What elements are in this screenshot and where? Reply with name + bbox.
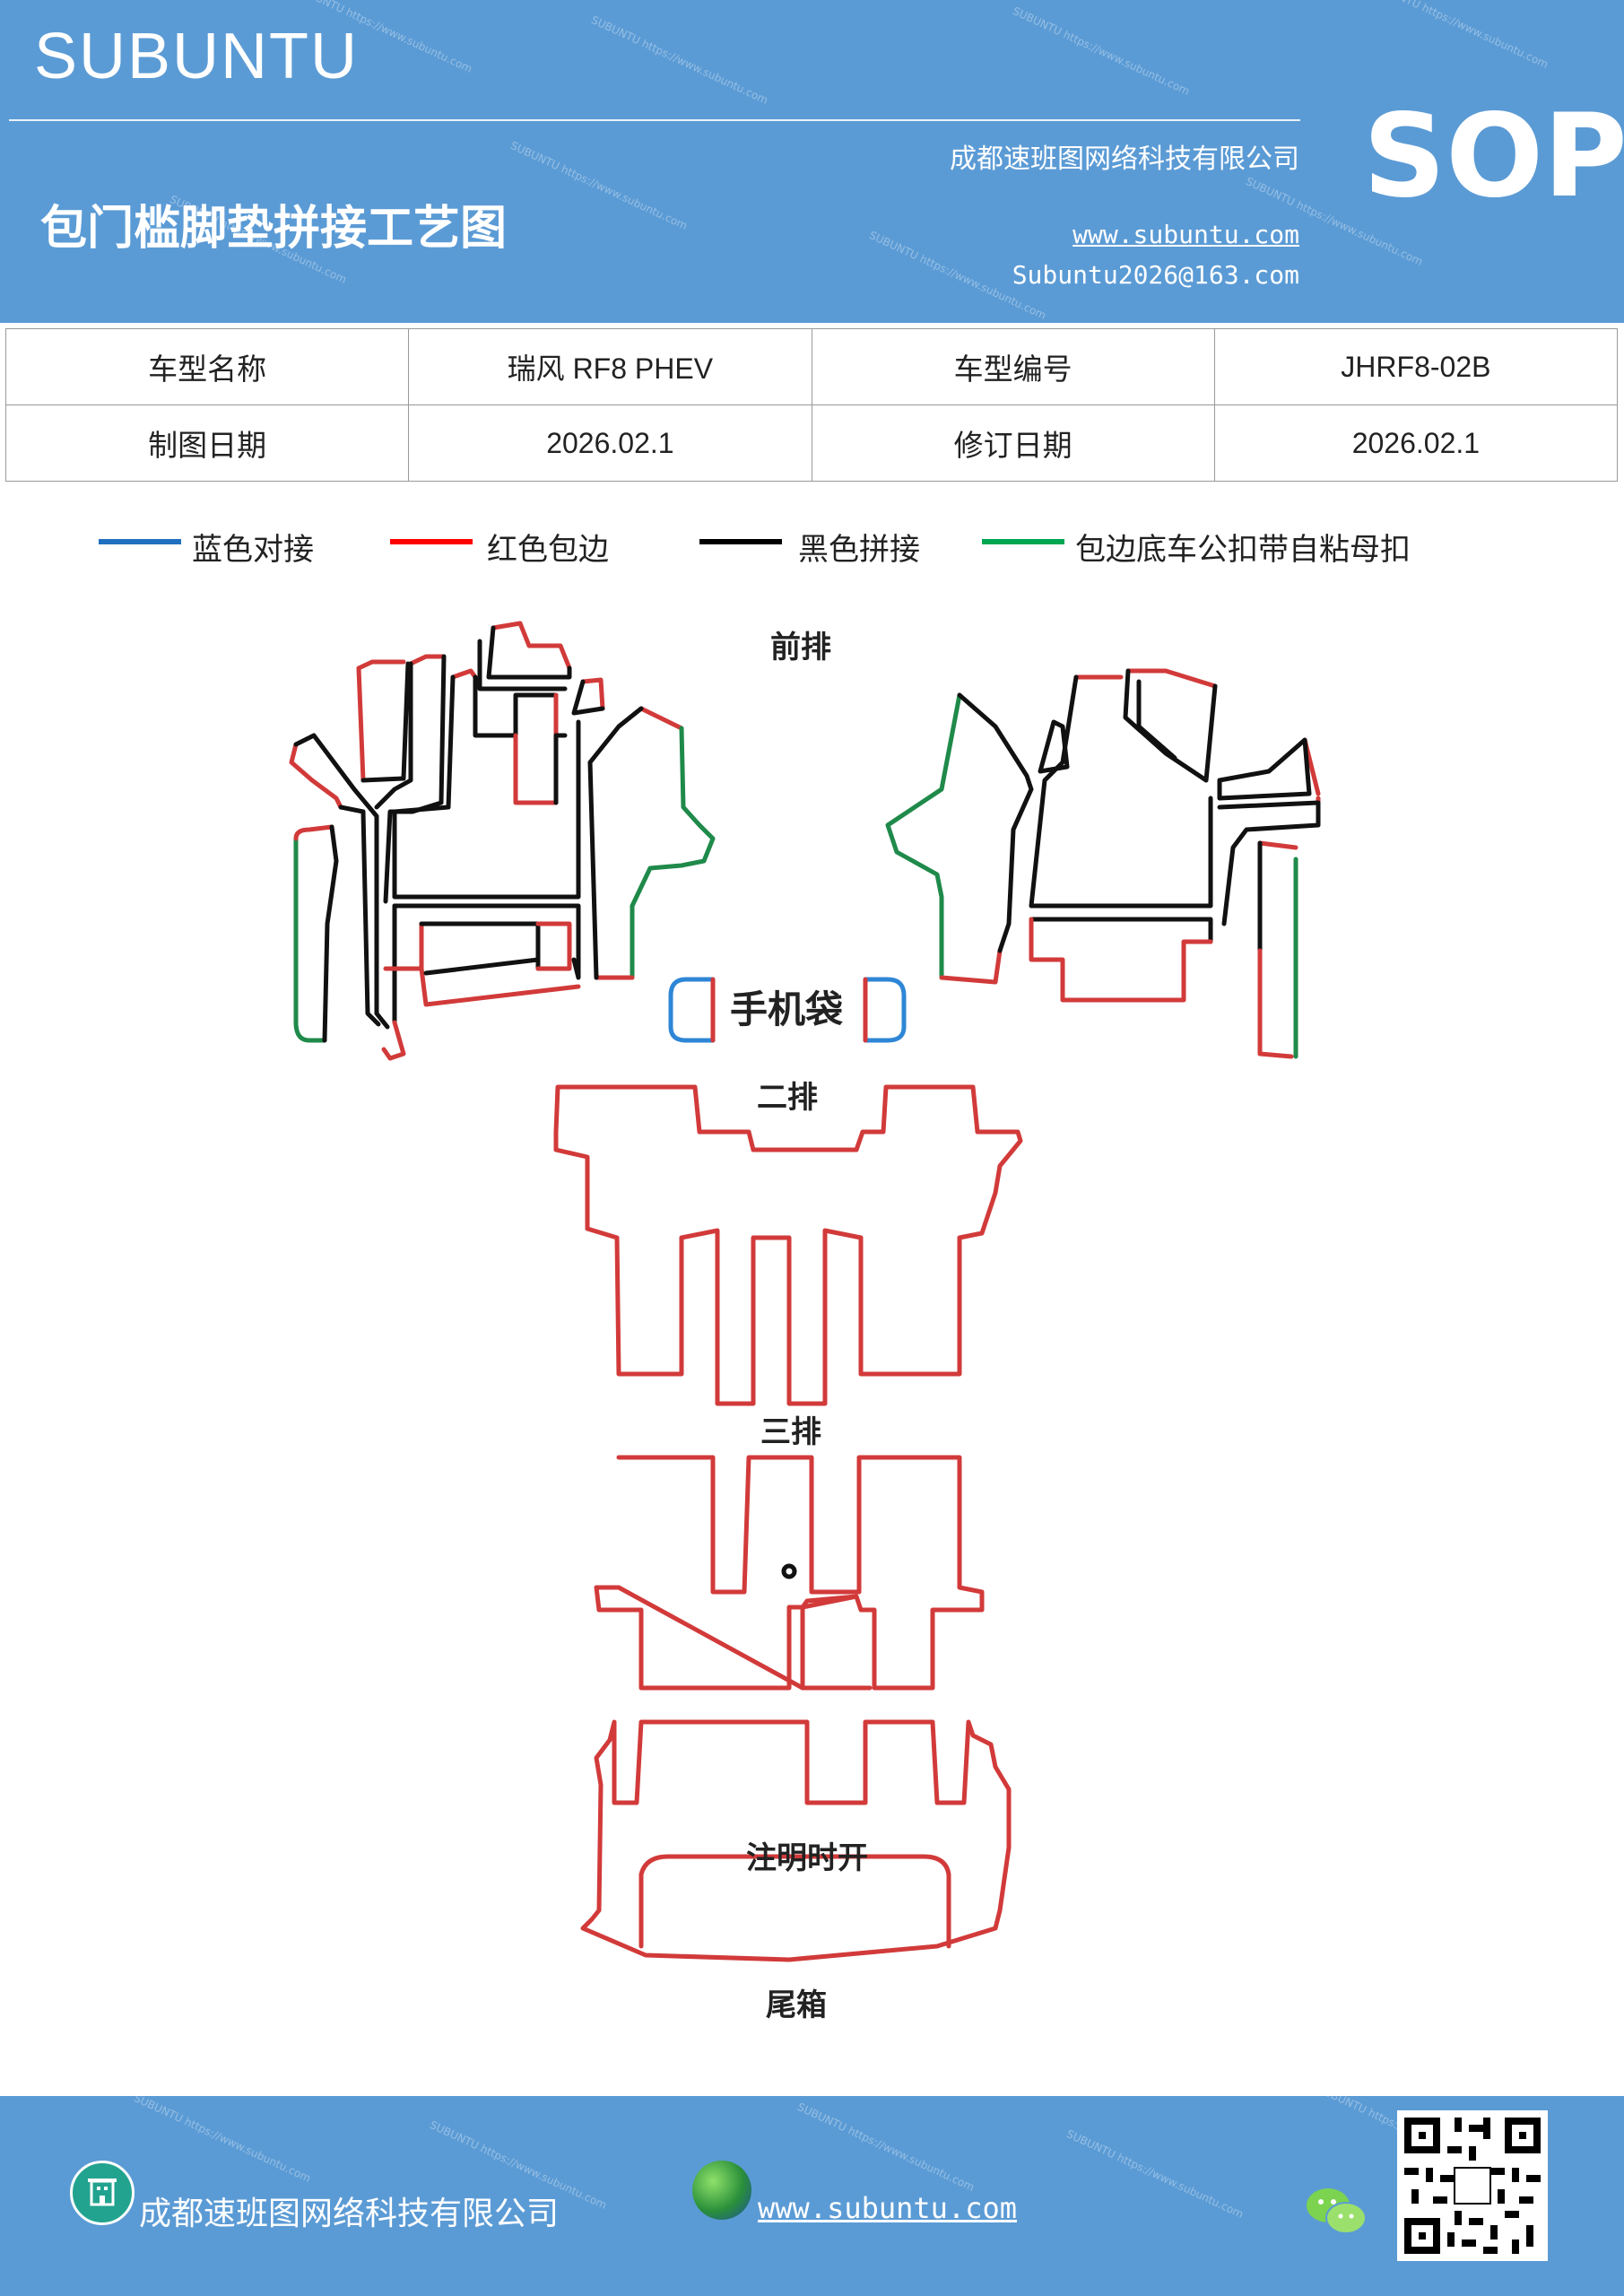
outline-black <box>392 719 581 900</box>
vehicle-info-table: 车型名称 瑞风 RF8 PHEV 车型编号 JHRF8-02B 制图日期 202… <box>4 328 1619 482</box>
outline-black <box>392 674 456 814</box>
outline-red <box>513 692 559 805</box>
outline-red <box>1125 668 1218 689</box>
outline-red <box>450 668 478 680</box>
table-cell: 制图日期 <box>4 404 410 482</box>
legend-swatch <box>699 539 782 544</box>
website-link[interactable]: www.subuntu.com <box>1073 220 1299 249</box>
table-cell: JHRF8-02B <box>1213 328 1619 405</box>
outline-black <box>553 733 568 805</box>
watermark: SUBUNTU https://www.subuntu.com <box>1064 2127 1246 2221</box>
email-address: Subuntu2026@163.com <box>1012 260 1299 290</box>
globe-icon <box>692 2161 751 2220</box>
outline-black <box>571 679 605 716</box>
second-row-label: 二排 <box>757 1080 818 1116</box>
outline-black <box>338 804 381 1027</box>
outline-red <box>419 966 581 1007</box>
page-header: SUBUNTU https://www.subuntu.com SUBUNTU … <box>0 0 1624 323</box>
legend-label: 包边底车公扣带自粘母扣 <box>1075 532 1411 568</box>
outline-black <box>374 661 413 810</box>
outline-black <box>322 824 339 1043</box>
outline-black <box>473 674 559 738</box>
outline-black <box>360 661 411 783</box>
outline-red <box>939 948 1003 985</box>
outline-black <box>477 639 568 691</box>
legend-label: 红色包边 <box>487 532 609 568</box>
front-row-label: 前排 <box>770 630 831 665</box>
floor-mat-diagram: 前排 手机袋 二排 三排 注明时开 尾箱 <box>289 621 1321 2023</box>
trunk-note-label: 注明时开 <box>746 1840 868 1876</box>
outline-green <box>885 692 962 980</box>
outline-red <box>408 654 447 666</box>
outline-black <box>1123 668 1218 783</box>
outline-red <box>491 621 572 671</box>
qr-code[interactable] <box>1397 2110 1548 2261</box>
outline-red <box>293 824 334 841</box>
legend-label: 黑色拼接 <box>798 532 920 568</box>
watermark: SUBUNTU https://www.subuntu.com <box>132 2096 313 2185</box>
outline-black <box>423 957 541 976</box>
outline-black <box>1029 674 1213 909</box>
outline-red <box>638 706 684 731</box>
header-divider <box>9 119 1300 121</box>
legend-swatch <box>390 539 473 544</box>
trunk-mat <box>580 1719 1012 1962</box>
building-icon <box>70 2161 135 2225</box>
second-row-mat <box>553 1084 1023 1406</box>
outline-black <box>392 903 581 980</box>
outline-red <box>1257 840 1298 850</box>
outline-blue <box>668 977 716 1043</box>
outline-green <box>630 726 716 980</box>
trunk-label: 尾箱 <box>766 1987 827 2023</box>
watermark: SUBUNTU https://www.subuntu.com <box>795 2100 977 2194</box>
outline-black <box>957 692 1034 953</box>
outline-black <box>293 733 390 1030</box>
table-cell: 车型名称 <box>4 328 410 405</box>
table-row: 车型名称 瑞风 RF8 PHEV 车型编号 JHRF8-02B <box>4 328 1619 405</box>
legend-swatch <box>982 539 1064 544</box>
front-left-mat <box>289 621 716 1061</box>
table-cell: 2026.02.1 <box>1213 404 1619 482</box>
outline-red <box>289 742 343 810</box>
table-cell: 瑞风 RF8 PHEV <box>408 328 812 405</box>
outline-black <box>1217 737 1312 801</box>
table-cell: 车型编号 <box>811 328 1215 405</box>
outline-red <box>1029 917 1213 1003</box>
outline-red <box>535 921 572 971</box>
outline-black <box>1029 917 1213 944</box>
sop-label: SOP <box>1363 90 1624 223</box>
document-title: 包门槛脚垫拼接工艺图 <box>40 201 508 256</box>
front-right-mat <box>885 668 1321 1059</box>
outline-red <box>383 921 424 971</box>
outline-black <box>1136 679 1177 761</box>
phone-bag-label: 手机袋 <box>730 987 843 1031</box>
third-row-mat <box>594 1455 985 1691</box>
hole-marker <box>781 1563 797 1579</box>
outline-black <box>1038 719 1070 774</box>
table-cell: 2026.02.1 <box>408 404 812 482</box>
outline-red <box>381 1020 406 1061</box>
wechat-icon <box>1305 2186 1368 2238</box>
outline-green <box>293 836 327 1043</box>
outline-black <box>587 706 644 980</box>
legend-label: 蓝色对接 <box>192 532 314 568</box>
outline-red <box>356 659 406 783</box>
third-row-label: 三排 <box>760 1414 821 1450</box>
table-cell: 修订日期 <box>811 404 1215 482</box>
outline-red <box>1257 948 1294 1059</box>
table-row: 制图日期 2026.02.1 修订日期 2026.02.1 <box>4 404 1619 482</box>
outline-black <box>486 625 572 680</box>
outline-red <box>580 677 605 711</box>
brand-name: SUBUNTU <box>34 21 360 92</box>
outline-blue <box>863 977 907 1043</box>
footer-website-link[interactable]: www.subuntu.com <box>758 2191 1017 2225</box>
phone-bag <box>668 977 907 1043</box>
outline-black <box>1217 800 1321 926</box>
legend-swatch <box>99 539 181 544</box>
company-name: 成都速班图网络科技有限公司 <box>950 144 1299 175</box>
footer-company-name: 成都速班图网络科技有限公司 <box>139 2196 560 2232</box>
page-footer: SUBUNTU https://www.subuntu.com SUBUNTU … <box>0 2096 1624 2296</box>
